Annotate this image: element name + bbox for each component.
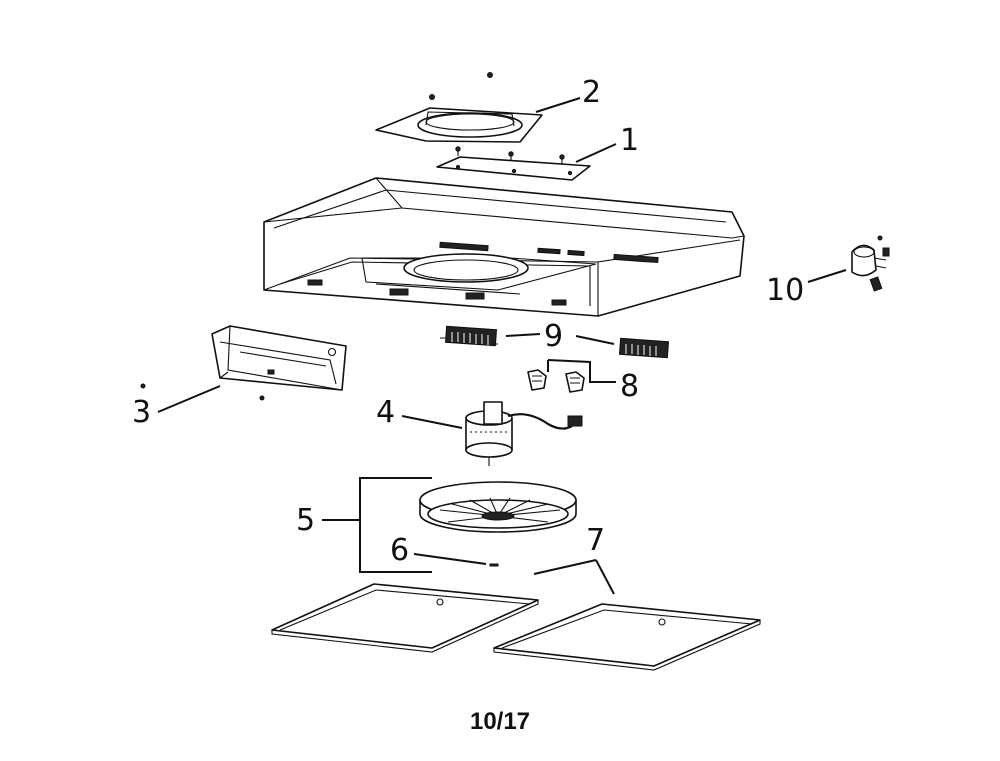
grease-filter-left: [271, 583, 539, 653]
blower-wheel: [419, 481, 577, 533]
lamp-sockets: [527, 369, 585, 393]
duct-adapter-plate: [375, 72, 543, 143]
callout-3: 3: [132, 395, 151, 430]
callout-7: 7: [586, 523, 605, 558]
light-housing: [140, 325, 347, 401]
leader-lines: [157, 97, 847, 595]
fan-motor: [465, 401, 583, 466]
callout-6: 6: [390, 533, 409, 568]
grease-filter-right: [493, 603, 761, 671]
callout-9: 9: [544, 319, 563, 354]
cord-clamp: [851, 235, 890, 292]
callout-10: 10: [766, 273, 804, 308]
blower-nut: [489, 563, 499, 567]
callout-1: 1: [620, 123, 639, 158]
range-hood-body: [263, 177, 745, 317]
callout-5: 5: [296, 503, 315, 538]
page-number: 10/17: [469, 708, 531, 735]
callout-4: 4: [376, 395, 395, 430]
callout-8: 8: [620, 369, 639, 404]
switch-left: [440, 325, 498, 347]
switch-right: [618, 337, 670, 359]
damper-plate: [436, 146, 591, 181]
callout-2: 2: [582, 75, 601, 110]
